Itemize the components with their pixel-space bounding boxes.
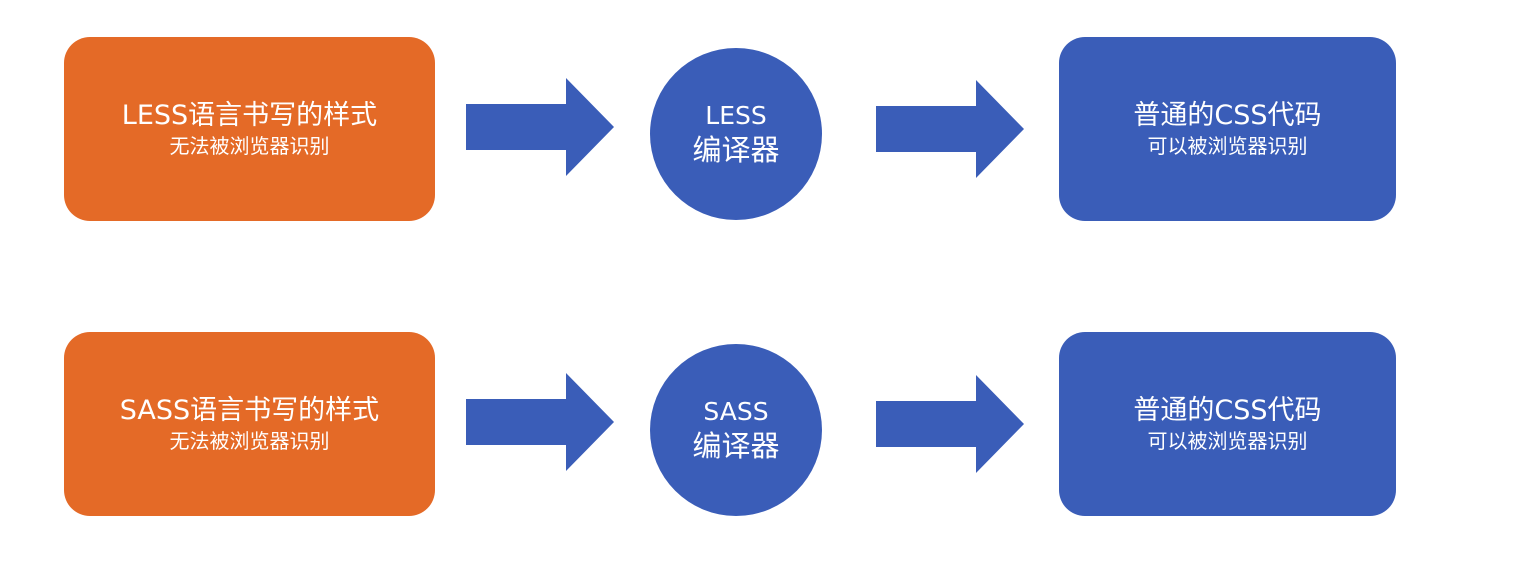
arrow-right-icon xyxy=(876,375,1024,473)
sass-output-subtitle: 可以被浏览器识别 xyxy=(1147,429,1308,453)
sass-compiler-label: SASS xyxy=(703,397,769,426)
sass-compiler-sublabel: 编译器 xyxy=(692,429,780,463)
sass-source-box: SASS语言书写的样式 无法被浏览器识别 xyxy=(64,332,435,516)
sass-source-subtitle: 无法被浏览器识别 xyxy=(169,429,330,453)
sass-source-title: SASS语言书写的样式 xyxy=(119,395,380,426)
arrow-right-icon xyxy=(876,80,1024,178)
sass-output-box: 普通的CSS代码 可以被浏览器识别 xyxy=(1059,332,1396,516)
sass-compiler-circle: SASS 编译器 xyxy=(650,344,822,516)
less-source-title: LESS语言书写的样式 xyxy=(121,100,378,131)
less-compiler-sublabel: 编译器 xyxy=(692,133,780,167)
less-source-box: LESS语言书写的样式 无法被浏览器识别 xyxy=(64,37,435,221)
less-compiler-label: LESS xyxy=(705,101,767,130)
less-output-box: 普通的CSS代码 可以被浏览器识别 xyxy=(1059,37,1396,221)
arrow-right-icon xyxy=(466,78,614,176)
less-compiler-circle: LESS 编译器 xyxy=(650,48,822,220)
arrow-right-icon xyxy=(466,373,614,471)
sass-output-title: 普通的CSS代码 xyxy=(1133,395,1322,426)
less-source-subtitle: 无法被浏览器识别 xyxy=(169,134,330,158)
less-output-title: 普通的CSS代码 xyxy=(1133,100,1322,131)
less-output-subtitle: 可以被浏览器识别 xyxy=(1147,134,1308,158)
